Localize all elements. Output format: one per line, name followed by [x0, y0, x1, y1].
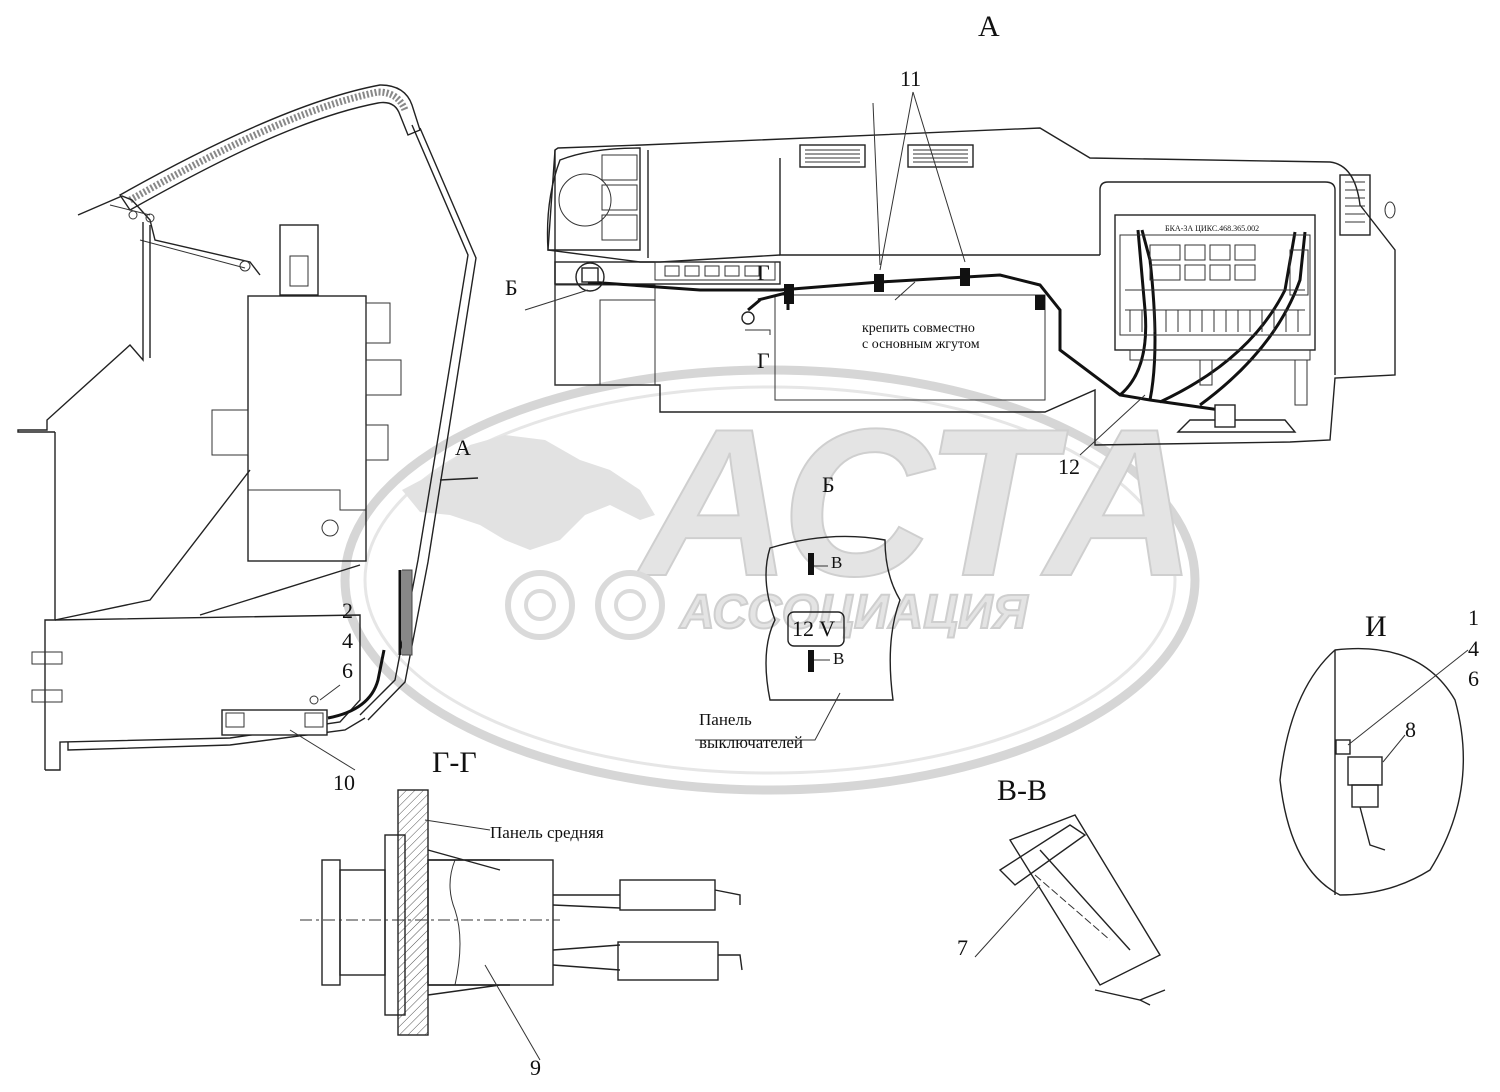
callout-8: 8 [1405, 717, 1416, 742]
watermark-main-text: АСТА [635, 385, 1197, 620]
cab-side-view [17, 84, 477, 771]
labels: А 11 Б Г Г крепить совместно с основным … [289, 10, 1479, 1080]
detail-b-switch-panel [695, 535, 901, 741]
callout-9: 9 [530, 1055, 541, 1080]
section-gg-title: Г-Г [432, 746, 477, 779]
watermark-sub-text: АССОЦИАЦИЯ [679, 586, 1029, 639]
switch-panel-line1: Панель [699, 710, 752, 729]
detail-b-title: Б [822, 472, 835, 497]
section-g-mark-top: Г [757, 260, 770, 285]
middle-panel-label: Панель средняя [490, 823, 604, 842]
callout-4-left: 4 [342, 628, 353, 653]
gear-icon [505, 570, 575, 640]
callout-4-right: 4 [1468, 636, 1479, 661]
socket-label: 12 V [792, 616, 835, 641]
watermark: АСТА АССОЦИАЦИЯ [340, 365, 1200, 795]
view-a-arrow-label: А [455, 435, 471, 460]
switch-panel-line2: выключателей [699, 733, 803, 752]
section-g-g [300, 789, 743, 1061]
note-line1: крепить совместно [862, 321, 975, 336]
callout-11: 11 [900, 66, 921, 91]
callout-6-left: 6 [342, 658, 353, 683]
callout-12: 12 [1058, 454, 1080, 479]
callout-2: 2 [342, 598, 353, 623]
callout-1: 1 [1468, 605, 1479, 630]
detail-i-title: И [1365, 610, 1387, 643]
gear-icon [595, 570, 665, 640]
view-a-title: А [978, 10, 1000, 43]
note-line2: с основным жгутом [862, 337, 980, 352]
section-vv-title: В-В [997, 774, 1047, 807]
controller-label: БКА-3А ЦИКС.468.365.002 [1165, 224, 1259, 233]
callout-6-right: 6 [1468, 666, 1479, 691]
detail-i [1279, 647, 1469, 896]
dashboard-view-a: БКА-3А ЦИКС.468.365.002 [524, 91, 1396, 456]
section-v-mark-top: В [831, 553, 842, 572]
callout-b-view: Б [505, 275, 518, 300]
section-g-mark-bottom: Г [757, 348, 770, 373]
section-v-v [974, 814, 1166, 1006]
callout-10: 10 [333, 770, 355, 795]
section-v-mark-bottom: В [833, 649, 844, 668]
callout-7: 7 [957, 935, 968, 960]
